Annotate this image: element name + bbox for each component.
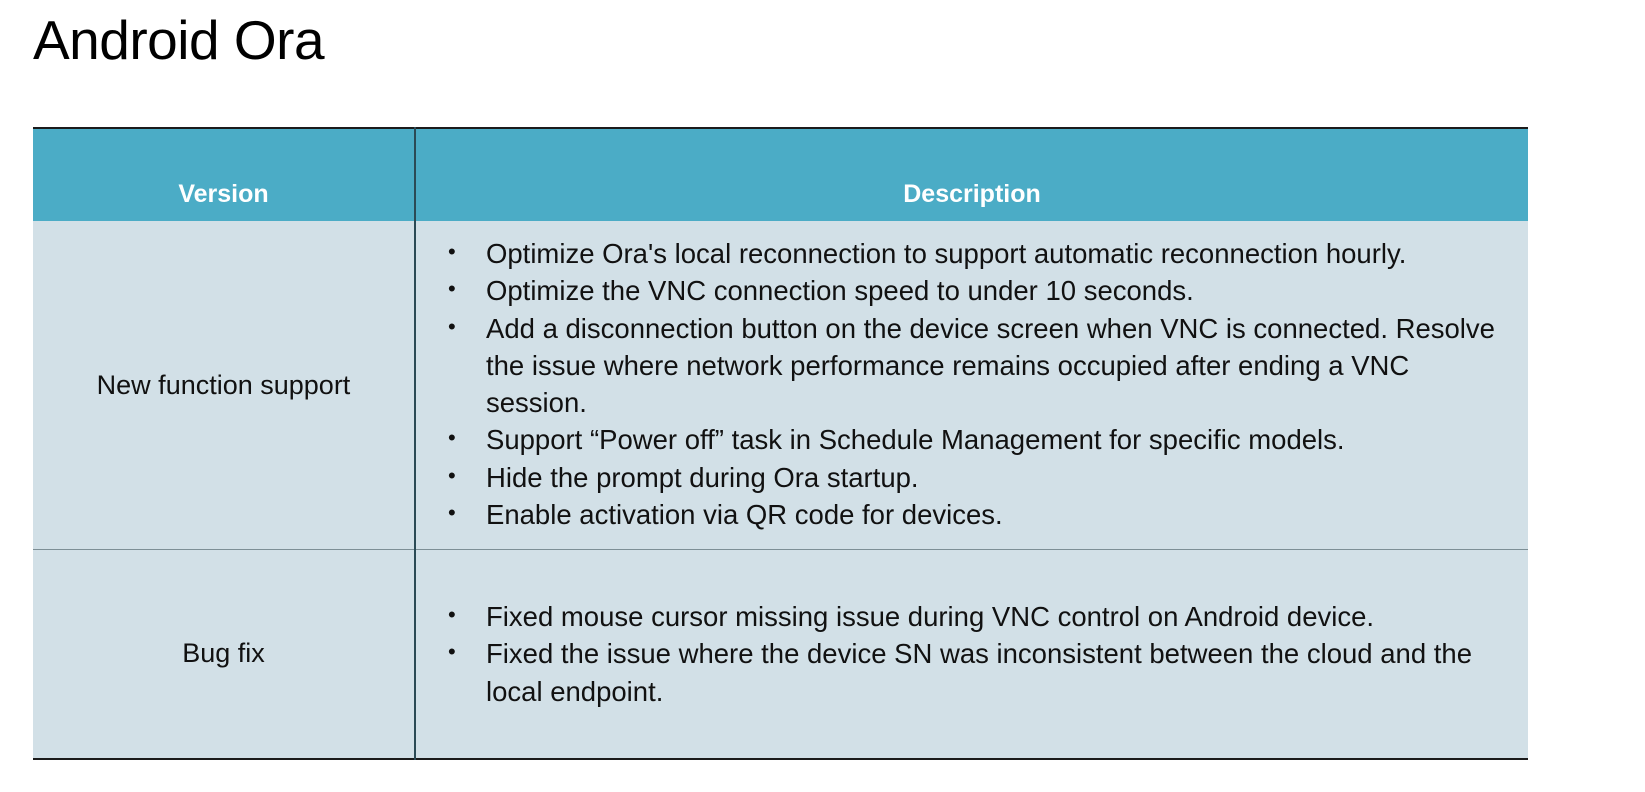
table-row: New function support Optimize Ora's loca… bbox=[33, 221, 1528, 550]
page-title: Android Ora bbox=[33, 9, 325, 71]
bullet-list-new-function-support: Optimize Ora's local reconnection to sup… bbox=[434, 234, 1510, 533]
description-cell-bug-fix: Fixed mouse cursor missing issue during … bbox=[415, 548, 1528, 759]
list-item: Support “Power off” task in Schedule Man… bbox=[434, 420, 1510, 458]
table-header-row: Version Description bbox=[33, 128, 1528, 221]
release-notes-table-container: Version Description New function support… bbox=[33, 127, 1528, 760]
release-notes-table: Version Description New function support… bbox=[33, 127, 1528, 760]
column-header-version: Version bbox=[33, 128, 416, 221]
bullet-list-bug-fix: Fixed mouse cursor missing issue during … bbox=[434, 597, 1510, 710]
version-label-bug-fix: Bug fix bbox=[33, 548, 416, 759]
list-item: Fixed the issue where the device SN was … bbox=[434, 634, 1510, 710]
table-header: Version Description bbox=[33, 128, 1528, 221]
list-item: Add a disconnection button on the device… bbox=[434, 309, 1510, 422]
table-row: Bug fix Fixed mouse cursor missing issue… bbox=[33, 548, 1528, 759]
list-item: Enable activation via QR code for device… bbox=[434, 495, 1510, 533]
description-cell-new-function-support: Optimize Ora's local reconnection to sup… bbox=[415, 221, 1528, 550]
list-item: Optimize the VNC connection speed to und… bbox=[434, 271, 1510, 309]
list-item: Fixed mouse cursor missing issue during … bbox=[434, 597, 1510, 635]
version-label-new-function-support: New function support bbox=[33, 221, 416, 550]
list-item: Optimize Ora's local reconnection to sup… bbox=[434, 234, 1510, 272]
list-item: Hide the prompt during Ora startup. bbox=[434, 457, 1510, 496]
column-header-description: Description bbox=[415, 128, 1528, 221]
table-body: New function support Optimize Ora's loca… bbox=[33, 221, 1528, 759]
